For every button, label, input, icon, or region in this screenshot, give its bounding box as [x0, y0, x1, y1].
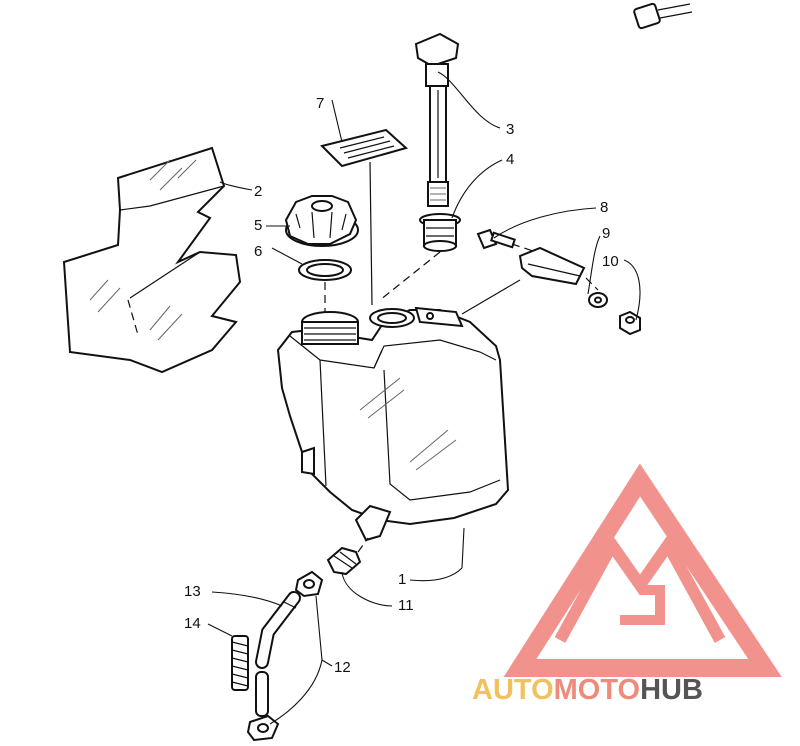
callout-7: 7 — [316, 95, 324, 112]
watermark-auto: AUTO — [472, 674, 554, 706]
part-9-washer — [588, 292, 608, 308]
part-10-nut — [619, 310, 641, 336]
callout-2: 2 — [254, 183, 262, 200]
part-14-spring — [231, 635, 249, 691]
callout-3: 3 — [506, 121, 514, 138]
part-4-grommet — [419, 213, 461, 252]
leader-lines — [207, 71, 641, 725]
callout-5: 5 — [254, 217, 262, 234]
callout-9: 9 — [602, 225, 610, 242]
watermark-hub: HUB — [640, 674, 703, 706]
watermark-moto: MOTO — [554, 674, 640, 706]
part-8-bolt — [476, 228, 599, 291]
callout-6: 6 — [254, 243, 262, 260]
part-1-tank — [276, 306, 510, 569]
part-11-fitting — [326, 546, 362, 576]
callout-12: 12 — [334, 659, 351, 676]
part-5-cap — [284, 195, 359, 247]
callout-10: 10 — [602, 253, 619, 270]
part-6-gasket — [298, 259, 352, 281]
part-3-sender — [414, 2, 693, 207]
automotohub-logo — [503, 463, 782, 677]
callout-numbers: 1 2 3 4 5 6 7 8 9 10 11 12 13 14 — [184, 95, 619, 676]
part-12-clamp — [246, 570, 324, 742]
callout-11: 11 — [398, 597, 414, 614]
callout-4: 4 — [506, 151, 514, 168]
watermark-text: AUTOMOTOHUB — [472, 674, 703, 706]
callout-14: 14 — [184, 615, 201, 632]
callout-8: 8 — [600, 199, 608, 216]
part-13-hose — [255, 591, 301, 717]
part-7-label — [320, 128, 409, 306]
callout-13: 13 — [184, 583, 201, 600]
callout-1: 1 — [398, 571, 406, 588]
part-2-shield — [62, 146, 242, 374]
